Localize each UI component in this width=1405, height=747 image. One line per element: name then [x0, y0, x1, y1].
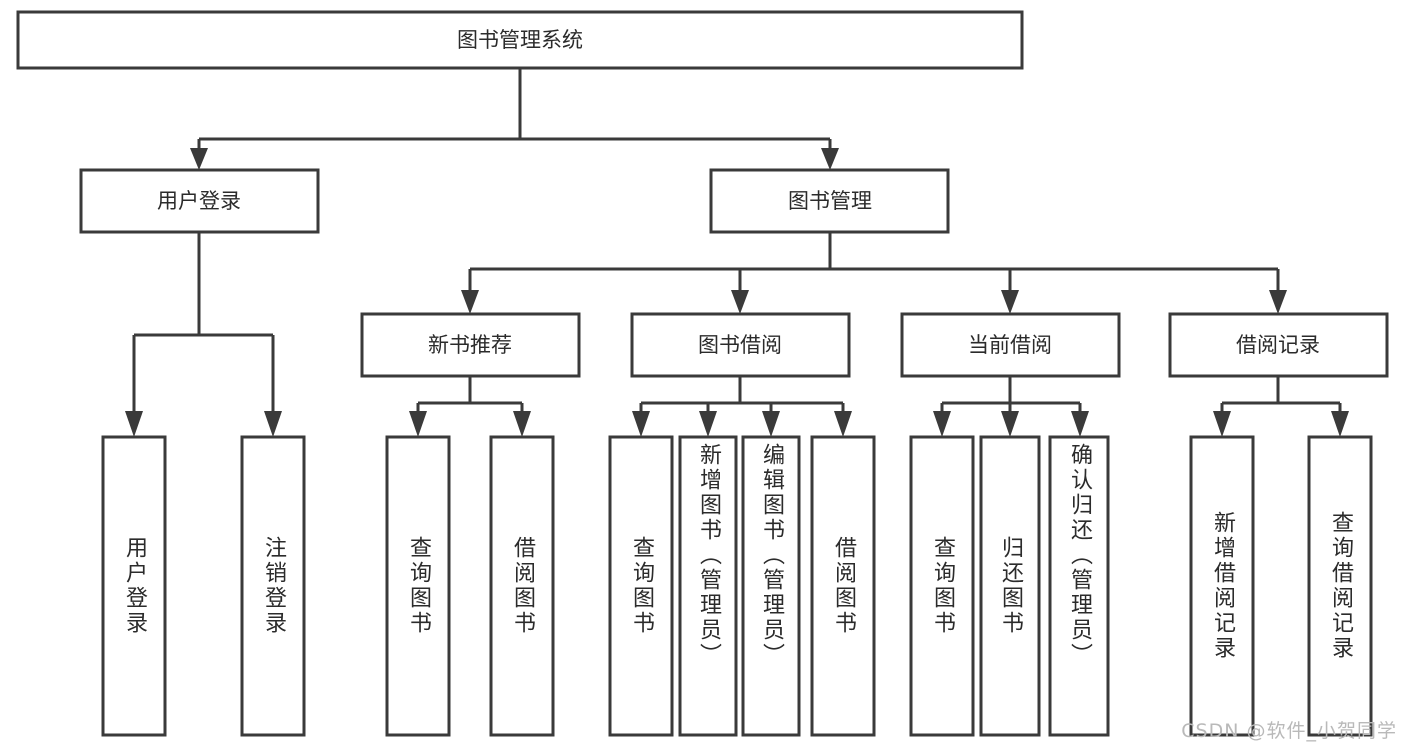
arrow-leaf-book-borrow-2 [699, 411, 717, 437]
node-box-leaf-user-login-2[interactable] [240, 435, 306, 737]
node-box-book-borrow[interactable] [630, 312, 851, 378]
node-label-user-login: 用户登录 [157, 189, 241, 213]
arrow-leaf-user-login-1 [125, 411, 143, 437]
arrow-leaf-borrow-record-2 [1331, 411, 1349, 437]
node-layer: 图书管理系统 用户登录 图书管理 新书推荐 图书借阅 当前借阅 借阅记录 [16, 10, 1389, 737]
arrow-to-book-borrow [731, 290, 749, 314]
node-label-current-borrow: 当前借阅 [968, 333, 1052, 357]
node-box-leaf-borrow-record-2[interactable] [1307, 435, 1373, 737]
node-box-leaf-current-borrow-2[interactable] [979, 435, 1041, 737]
node-box-leaf-book-borrow-2[interactable] [678, 435, 738, 737]
arrow-leaf-user-login-2 [264, 411, 282, 437]
node-label-root: 图书管理系统 [457, 28, 583, 52]
node-box-user-login[interactable] [79, 168, 320, 234]
node-box-leaf-new-book-1[interactable] [385, 435, 451, 737]
arrow-leaf-current-borrow-1 [933, 411, 951, 437]
arrow-leaf-new-book-1 [409, 411, 427, 437]
arrow-leaf-book-borrow-3 [762, 411, 780, 437]
node-box-leaf-book-borrow-3[interactable] [741, 435, 801, 737]
node-box-leaf-new-book-2[interactable] [489, 435, 555, 737]
arrow-leaf-new-book-2 [513, 411, 531, 437]
watermark-text: CSDN @软件_小贺同学 [1181, 720, 1397, 742]
arrow-leaf-book-borrow-1 [632, 411, 650, 437]
node-box-leaf-current-borrow-3[interactable] [1048, 435, 1110, 737]
node-box-root[interactable] [16, 10, 1024, 70]
arrow-to-current-borrow [1001, 290, 1019, 314]
node-label-book-manage: 图书管理 [788, 189, 872, 213]
arrow-to-book-manage [821, 148, 839, 170]
arrow-leaf-book-borrow-4 [834, 411, 852, 437]
node-box-leaf-current-borrow-1[interactable] [909, 435, 975, 737]
arrow-leaf-current-borrow-2 [1001, 411, 1019, 437]
arrow-to-new-book [461, 290, 479, 314]
connector-layer [125, 68, 1349, 437]
node-label-new-book-recommend: 新书推荐 [428, 333, 512, 357]
node-box-leaf-book-borrow-4[interactable] [810, 435, 876, 737]
node-box-new-book-recommend[interactable] [360, 312, 581, 378]
node-label-borrow-record: 借阅记录 [1236, 333, 1320, 357]
arrow-to-user-login [190, 148, 208, 170]
node-box-borrow-record[interactable] [1168, 312, 1389, 378]
arrow-leaf-borrow-record-1 [1213, 411, 1231, 437]
node-box-book-manage[interactable] [709, 168, 950, 234]
node-box-leaf-user-login-1[interactable] [101, 435, 167, 737]
arrow-to-borrow-record [1269, 290, 1287, 314]
arrow-leaf-current-borrow-3 [1071, 411, 1089, 437]
node-box-current-borrow[interactable] [900, 312, 1121, 378]
node-label-book-borrow: 图书借阅 [698, 333, 782, 357]
node-box-leaf-book-borrow-1[interactable] [608, 435, 674, 737]
node-box-leaf-borrow-record-1[interactable] [1189, 435, 1255, 737]
